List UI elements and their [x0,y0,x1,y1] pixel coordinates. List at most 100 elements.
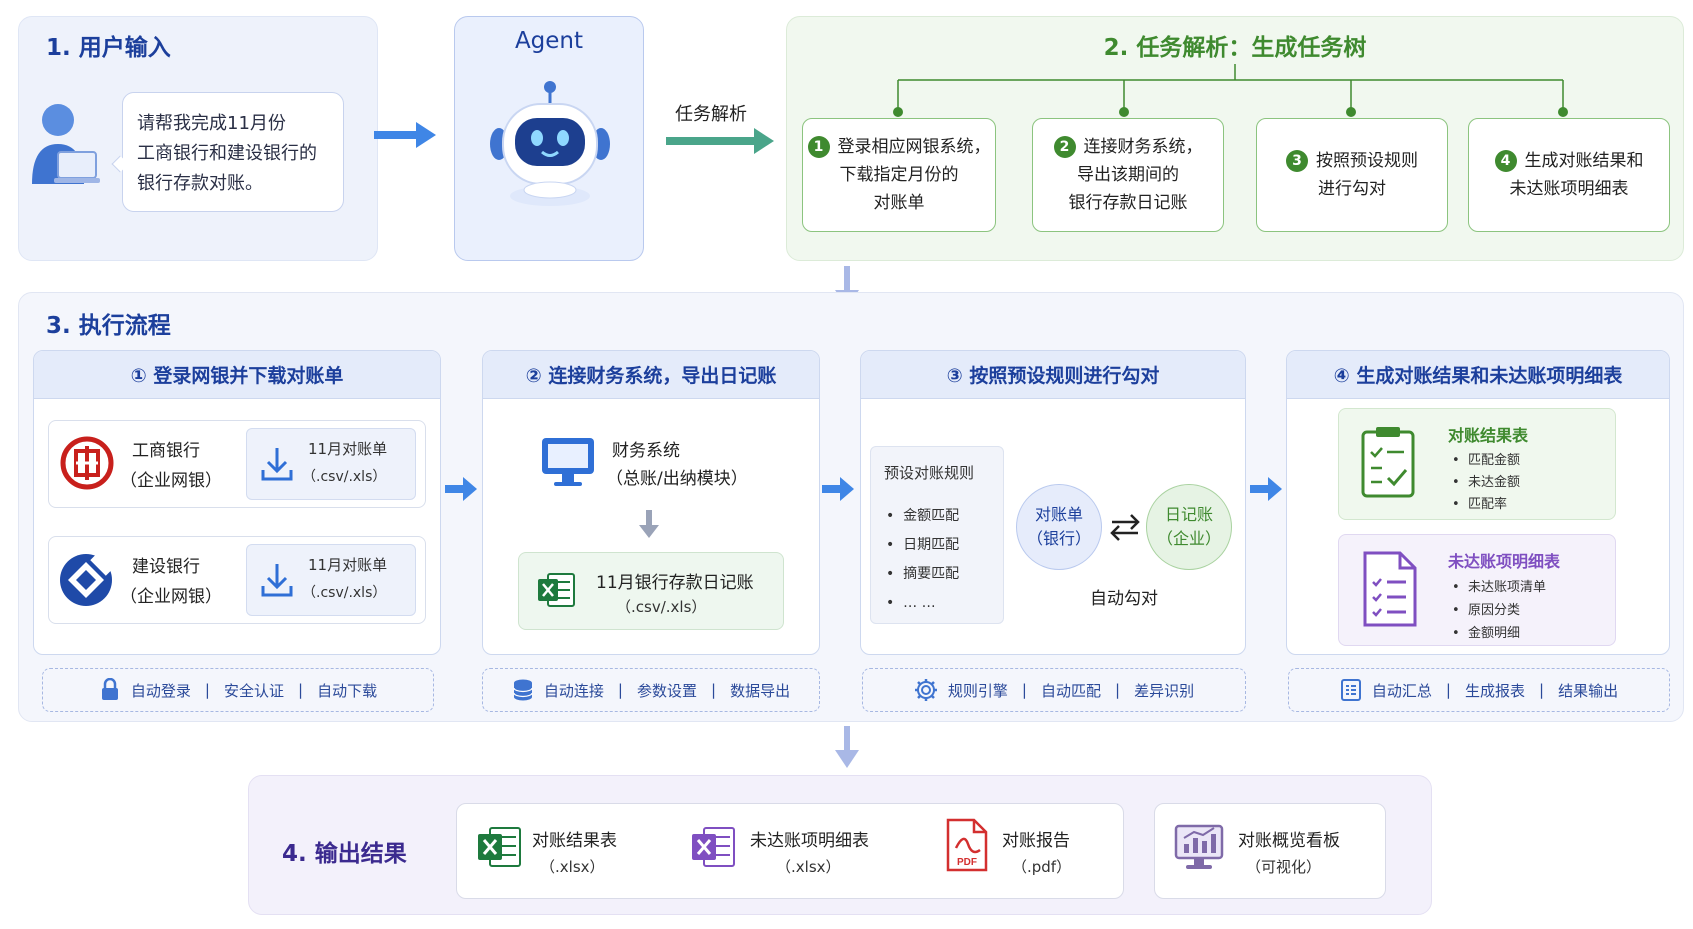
download-icon [260,562,294,602]
output-item-name: 对账报告 [1002,831,1070,851]
step-3-footer: 规则引擎| 自动匹配| 差异识别 [862,668,1246,712]
ccb-file-format: （.csv/.xls） [302,585,387,601]
task-number-badge: 4 [1494,150,1517,172]
icbc-logo-icon [60,436,114,494]
rules-card [870,446,1004,624]
output-title: 4. 输出结果 [282,841,407,867]
footer-tag: 自动连接 [543,681,604,700]
footer-tag: 差异识别 [1134,681,1195,700]
icbc-file-format: （.csv/.xls） [302,469,387,485]
output-files-group [456,803,1124,899]
ccb-download-box[interactable] [246,544,416,616]
pending-item: • 原因分类 [1452,603,1520,618]
finance-system-module: （总账/出纳模块） [606,469,748,489]
excel-icon [536,570,576,614]
statement-circle: 对账单 （银行） [1016,484,1102,570]
agent-title: Agent [514,28,584,54]
auto-match-label: 自动勾对 [1090,589,1158,609]
monitor-icon [540,434,596,494]
task-node-1: 1 登录相应网银系统， 下载指定月份的 对账单 [802,118,996,232]
icbc-download-box[interactable] [246,428,416,500]
statement-label: 对账单 [1034,505,1083,524]
report-list-icon [1340,679,1361,701]
excel-purple-icon [690,824,736,874]
step-2-header: ② 连接财务系统，导出日记账 [483,351,819,399]
download-icon [260,446,294,486]
bubble-line-3: 银行存款对账。 [137,173,263,194]
execution-flow-title: 3. 执行流程 [46,313,171,339]
output-item-name: 未达账项明细表 [750,831,869,851]
task-line: 下载指定月份的 [839,165,959,185]
task-number-badge: 2 [1053,136,1076,158]
rules-list: • 金额匹配 • 日期匹配 • 摘要匹配 • … … [886,502,959,618]
lock-icon [101,678,118,700]
task-line: 对账单 [873,193,925,213]
dashboard-chart-icon [1174,822,1224,876]
task-line: 生成对账结果和 [1524,151,1644,171]
finance-system-name: 财务系统 [612,441,680,461]
pending-item: • 金额明细 [1452,626,1520,641]
rule-item: • … … [886,595,936,611]
footer-tag: 生成报表 [1464,681,1525,700]
svg-text:PDF: PDF [957,857,977,868]
task-number-badge: 1 [807,136,830,158]
step-1-footer: 自动登录| 安全认证| 自动下载 [42,668,434,712]
output-item-format: （.xlsx） [540,858,605,876]
rule-item: • 金额匹配 [886,508,960,524]
robot-icon [485,80,615,210]
user-input-title: 1. 用户输入 [46,35,171,61]
task-node-2: 2 连接财务系统， 导出该期间的 银行存款日记账 [1032,118,1224,232]
ccb-subtitle: （企业网银） [120,587,222,607]
footer-tag: 自动汇总 [1371,681,1432,700]
pending-items-title: 未达账项明细表 [1448,552,1561,571]
rule-item: • 摘要匹配 [886,566,960,582]
task-line: 按照预设规则 [1316,151,1418,171]
swap-arrows-icon [1108,512,1142,546]
result-item: • 匹配率 [1452,497,1507,512]
task-line: 登录相应网银系统， [837,137,991,157]
arrow-down-icon [638,510,660,544]
footer-tag: 数据导出 [730,681,791,700]
footer-tag: 自动匹配 [1040,681,1101,700]
ccb-logo-icon [58,550,116,612]
gear-icon [914,679,937,701]
footer-tag: 结果输出 [1558,681,1619,700]
task-line: 连接财务系统， [1083,137,1203,157]
step-3-header: ③ 按照预设规则进行勾对 [861,351,1245,399]
pdf-icon: PDF [944,818,990,876]
step-2-footer: 自动连接| 参数设置| 数据导出 [482,668,820,712]
clipboard-check-icon [1360,424,1416,504]
footer-tag: 自动登录 [130,681,191,700]
journal-sub: （企业） [1156,529,1221,548]
rule-item: • 日期匹配 [886,537,960,553]
output-item-format: （.pdf） [1012,858,1072,876]
output-item-name: 对账概览看板 [1238,831,1340,851]
result-item: • 未达金额 [1452,475,1520,490]
rules-title: 预设对账规则 [884,464,975,482]
footer-tag: 规则引擎 [947,681,1008,700]
result-table-title: 对账结果表 [1448,426,1529,445]
step-4-footer: 自动汇总| 生成报表| 结果输出 [1288,668,1670,712]
icbc-subtitle: （企业网银） [120,471,222,491]
journal-file-name: 11月银行存款日记账 [596,573,754,593]
task-node-4: 4 生成对账结果和 未达账项明细表 [1468,118,1670,232]
arrow-right-icon [372,120,438,154]
icbc-file-name: 11月对账单 [308,440,388,458]
task-line: 未达账项明细表 [1509,179,1629,199]
task-tree-connectors [786,64,1684,124]
arrow-down-icon [832,726,862,774]
result-table-items: • 匹配金额 • 未达金额 • 匹配率 [1452,450,1520,516]
output-item-name: 对账结果表 [532,831,617,851]
task-number-badge: 3 [1286,150,1308,172]
ccb-file-name: 11月对账单 [308,556,388,574]
excel-icon [476,824,522,874]
arrow-right-icon [443,476,479,506]
task-line: 银行存款日记账 [1068,193,1188,213]
pending-item: • 未达账项清单 [1452,580,1546,595]
pending-items-list: • 未达账项清单 • 原因分类 • 金额明细 [1452,576,1546,645]
task-line: 导出该期间的 [1077,165,1179,185]
step-4-header: ④ 生成对账结果和未达账项明细表 [1287,351,1669,399]
ccb-name: 建设银行 [132,557,200,577]
footer-tag: 自动下载 [317,681,378,700]
